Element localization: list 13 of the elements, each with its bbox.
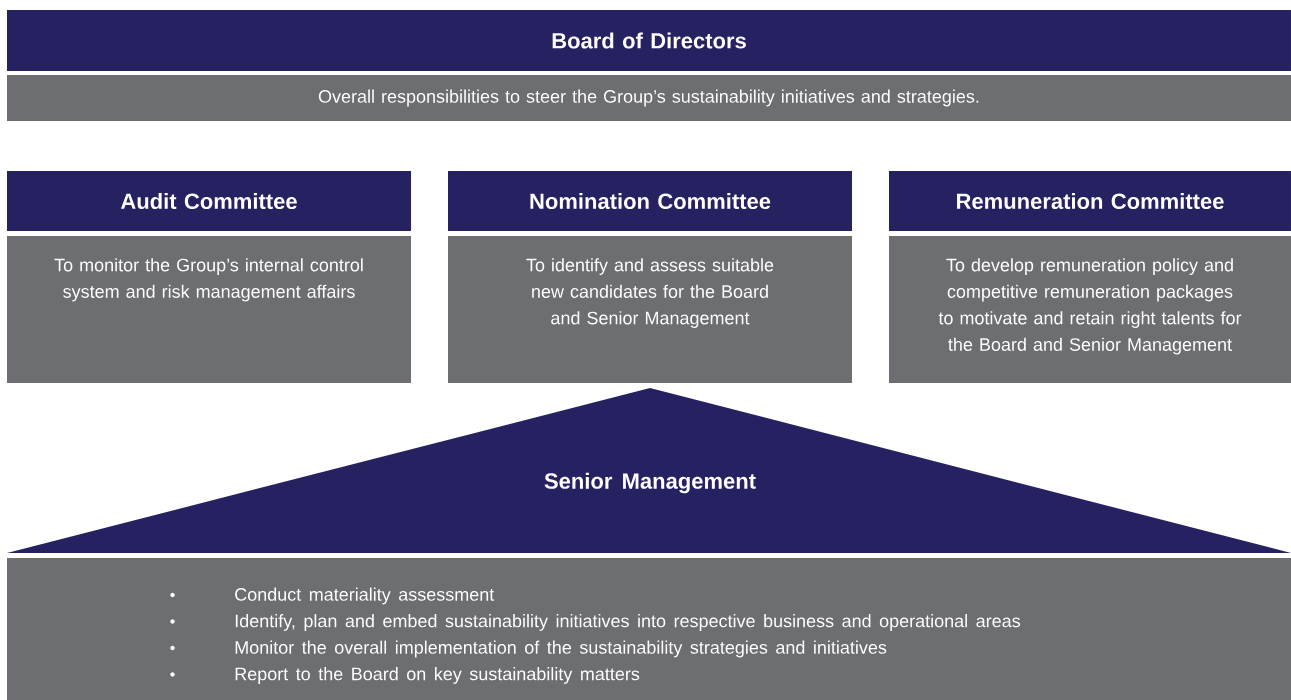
description-box: Overall responsibilities to steer the Group’s sustainability initiatives and strategies.	[7, 75, 1291, 121]
header-bar: Audit Committee	[7, 171, 411, 231]
header-bar: Remuneration Committee	[889, 171, 1291, 231]
header-bar: Board of Directors	[7, 10, 1291, 71]
list-item: Identify, plan and embed sustainability initiatives into respective business and operational areas	[235, 614, 1021, 631]
description-box: To monitor the Group’s internal control system and risk management affairs	[7, 236, 411, 383]
header-bar: Nomination Committee	[448, 171, 852, 231]
description-box: To develop remuneration policy and competitive remuneration packages to motivate and retain right talents for the Board and Senior Management	[889, 236, 1291, 383]
triangle-banner: Senior Management	[7, 388, 1291, 553]
list-item: Report to the Board on key sustainability matters	[235, 667, 640, 684]
description-box: To identify and assess suitable new candidates for the Board and Senior Management	[448, 236, 852, 383]
list-item: Monitor the overall implementation of the sustainability strategies and initiatives	[235, 640, 887, 658]
list-item: Conduct materiality assessment	[235, 587, 495, 605]
